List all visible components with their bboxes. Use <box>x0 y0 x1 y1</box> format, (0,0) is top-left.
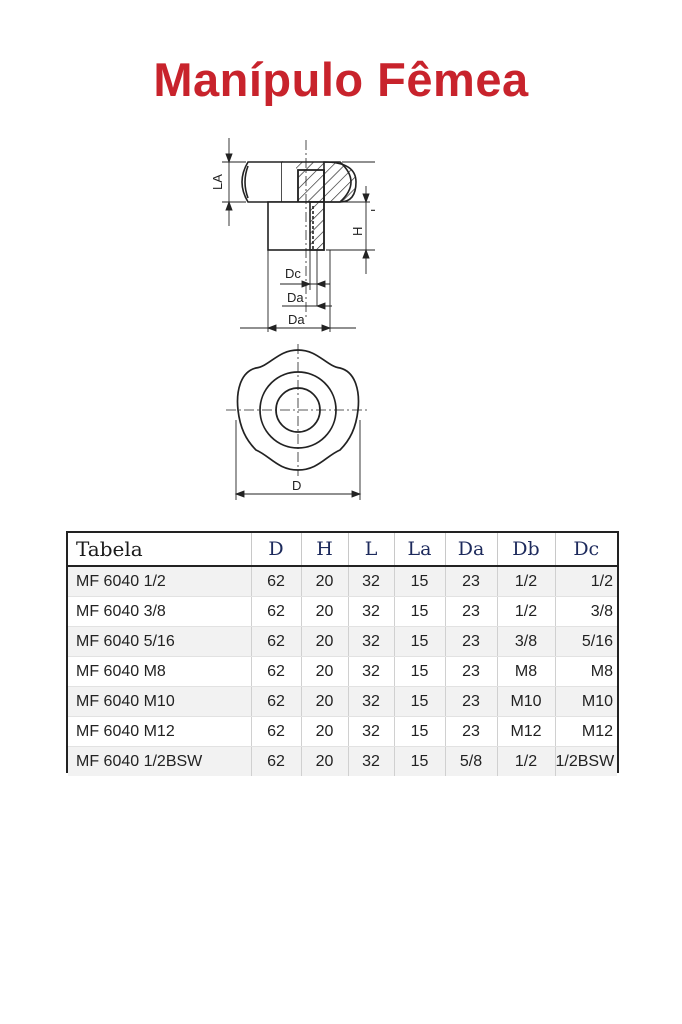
cell-la: 15 <box>393 656 445 687</box>
dimension-d <box>234 420 362 500</box>
cell-la: 15 <box>393 596 445 627</box>
cell-model: MF 6040 M12 <box>68 716 251 747</box>
cell-da: 23 <box>444 686 497 717</box>
table-row: MF 6040 M10 62 20 32 15 23 M10 M10 <box>68 686 617 717</box>
cell-h: 20 <box>300 746 348 776</box>
header-l: L <box>347 533 394 567</box>
cell-l: 32 <box>347 656 394 687</box>
cell-da: 23 <box>444 716 497 747</box>
cell-dc: 3/8 <box>554 596 617 627</box>
cell-da: 5/8 <box>444 746 497 776</box>
cell-model: MF 6040 5/16 <box>68 626 251 657</box>
cell-h: 20 <box>300 686 348 717</box>
cell-da: 23 <box>444 566 497 597</box>
cell-l: 32 <box>347 686 394 717</box>
cell-l: 32 <box>347 626 394 657</box>
cell-db: M10 <box>496 686 555 717</box>
cell-da: 23 <box>444 626 497 657</box>
table-row: MF 6040 M8 62 20 32 15 23 M8 M8 <box>68 656 617 687</box>
cell-h: 20 <box>300 716 348 747</box>
cell-h: 20 <box>300 626 348 657</box>
cell-l: 32 <box>347 566 394 597</box>
label-la: LA <box>210 174 225 190</box>
cell-model: MF 6040 1/2 <box>68 566 251 597</box>
cell-d: 62 <box>250 716 301 747</box>
cell-h: 20 <box>300 656 348 687</box>
cell-da: 23 <box>444 596 497 627</box>
cell-dc: M10 <box>554 686 617 717</box>
cell-h: 20 <box>300 596 348 627</box>
dimension-lines <box>222 138 375 332</box>
cell-model: MF 6040 M8 <box>68 656 251 687</box>
label-d: D <box>292 478 301 493</box>
cell-la: 15 <box>393 686 445 717</box>
header-dc: Dc <box>554 533 617 567</box>
header-tabela: Tabela <box>68 533 251 567</box>
cell-model: MF 6040 3/8 <box>68 596 251 627</box>
label-da-inner: Da <box>287 290 304 305</box>
label-da-outer: Da <box>288 312 305 327</box>
header-d: D <box>250 533 301 567</box>
cell-db: 1/2 <box>496 746 555 776</box>
cell-dc: 1/2 <box>554 566 617 597</box>
cell-model: MF 6040 1/2BSW <box>68 746 251 776</box>
cell-d: 62 <box>250 686 301 717</box>
cell-da: 23 <box>444 656 497 687</box>
header-da: Da <box>444 533 497 567</box>
cell-la: 15 <box>393 716 445 747</box>
table-header-row: Tabela D H L La Da Db Dc <box>68 533 617 567</box>
cell-la: 15 <box>393 746 445 776</box>
label-l: L <box>368 205 375 212</box>
cell-dc: 1/2BSW <box>554 746 617 776</box>
technical-drawing: LA L H Dc Da Da D <box>210 138 375 500</box>
cell-model: MF 6040 M10 <box>68 686 251 717</box>
header-la: La <box>393 533 445 567</box>
cell-db: M8 <box>496 656 555 687</box>
table-row: MF 6040 5/16 62 20 32 15 23 3/8 5/16 <box>68 626 617 657</box>
table-row: MF 6040 1/2BSW 62 20 32 15 5/8 1/2 1/2BS… <box>68 746 617 776</box>
header-db: Db <box>496 533 555 567</box>
cell-db: 3/8 <box>496 626 555 657</box>
side-view <box>241 161 357 251</box>
cell-db: M12 <box>496 716 555 747</box>
table-row: MF 6040 3/8 62 20 32 15 23 1/2 3/8 <box>68 596 617 627</box>
cell-d: 62 <box>250 746 301 776</box>
cell-d: 62 <box>250 566 301 597</box>
cell-db: 1/2 <box>496 596 555 627</box>
cell-d: 62 <box>250 596 301 627</box>
cell-l: 32 <box>347 596 394 627</box>
cell-dc: M12 <box>554 716 617 747</box>
label-dc: Dc <box>285 266 301 281</box>
header-h: H <box>300 533 348 567</box>
label-h: H <box>350 227 365 236</box>
cell-l: 32 <box>347 716 394 747</box>
cell-la: 15 <box>393 566 445 597</box>
cell-dc: M8 <box>554 656 617 687</box>
cell-l: 32 <box>347 746 394 776</box>
cell-db: 1/2 <box>496 566 555 597</box>
table-row: MF 6040 M12 62 20 32 15 23 M12 M12 <box>68 716 617 747</box>
page-title: Manípulo Fêmea <box>153 53 529 106</box>
cell-d: 62 <box>250 656 301 687</box>
table-row: MF 6040 1/2 62 20 32 15 23 1/2 1/2 <box>68 566 617 597</box>
cell-h: 20 <box>300 566 348 597</box>
cell-d: 62 <box>250 626 301 657</box>
spec-table: Tabela D H L La Da Db Dc MF 6040 1/2 62 … <box>66 531 619 776</box>
cell-dc: 5/16 <box>554 626 617 657</box>
cell-la: 15 <box>393 626 445 657</box>
